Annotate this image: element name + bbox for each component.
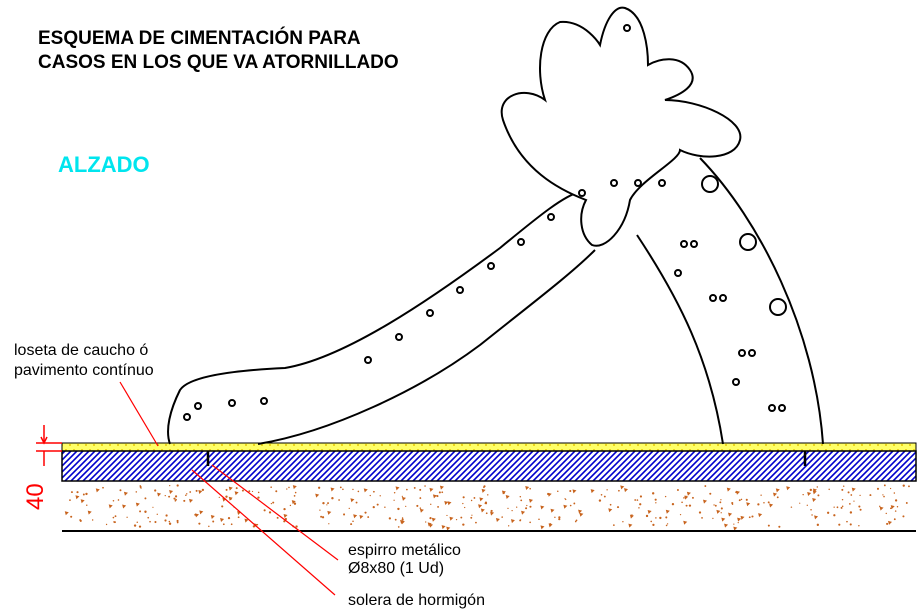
anchor-bolts bbox=[206, 451, 807, 466]
rubber-surface-layer bbox=[61, 442, 917, 452]
leader-lines bbox=[119, 381, 339, 596]
dimension-40 bbox=[36, 425, 62, 466]
title-line-1: ESQUEMA DE CIMENTACIÓN PARA bbox=[38, 27, 361, 49]
label-surface-line-1: loseta de caucho ó bbox=[14, 342, 148, 359]
ground-layers bbox=[61, 442, 917, 532]
gravel-subbase-layer bbox=[64, 484, 910, 531]
star-top bbox=[500, 6, 742, 247]
dimension-value: 40 bbox=[22, 483, 49, 510]
label-anchor-line-1: espirro metálico bbox=[348, 542, 461, 559]
slide-support-leg bbox=[636, 157, 824, 445]
label-anchor-line-2: Ø8x80 (1 Ud) bbox=[348, 560, 444, 577]
label-surface-line-2: pavimento contínuo bbox=[14, 362, 154, 379]
title-line-2: CASOS EN LOS QUE VA ATORNILLADO bbox=[38, 52, 399, 73]
concrete-slab-layer bbox=[61, 450, 917, 482]
slide-body bbox=[167, 191, 596, 445]
label-slab: solera de hormigón bbox=[348, 592, 485, 609]
view-label: ALZADO bbox=[58, 152, 150, 177]
leg-holes bbox=[674, 175, 787, 412]
slide-holes bbox=[183, 24, 666, 421]
